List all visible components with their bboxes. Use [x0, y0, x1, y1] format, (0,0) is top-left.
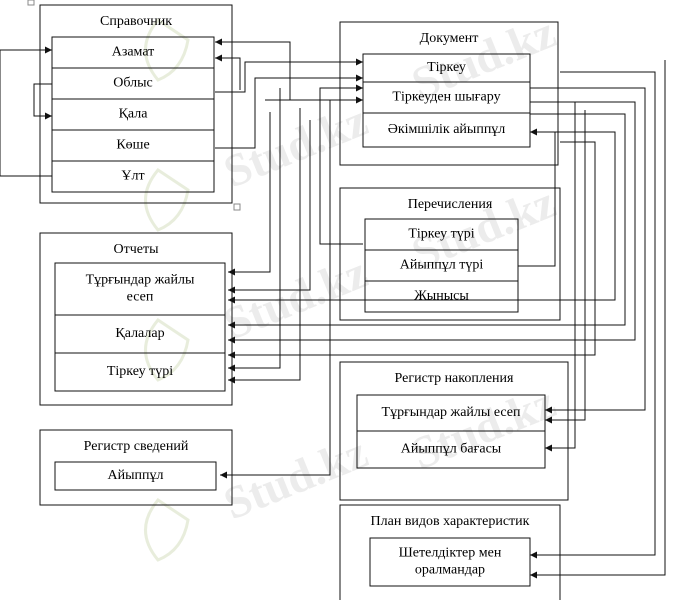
- connector-arrow: [545, 110, 586, 424]
- item-label: Әкімшілік айыппұл: [388, 122, 506, 137]
- group-title: Справочник: [100, 14, 172, 29]
- connector-arrow: [215, 58, 363, 93]
- connector-arrow: [215, 54, 241, 90]
- item-label: Азамат: [112, 45, 155, 60]
- item-label: Ұлт: [121, 169, 144, 184]
- item-label: Жынысы: [414, 289, 469, 304]
- connector-arrow: [0, 46, 52, 177]
- connector-arrow: [215, 74, 363, 149]
- item-label: есеп: [127, 290, 154, 305]
- item-cell: [362, 112, 531, 148]
- item-cell: [369, 537, 531, 587]
- group-title: Перечисления: [408, 197, 493, 212]
- item-cell: [54, 352, 226, 392]
- connector-arrow: [215, 38, 291, 100]
- group-frame: [39, 232, 233, 406]
- item-label: Тіркеу түрі: [107, 364, 173, 379]
- item-label: Тіркеу түрі: [408, 227, 474, 242]
- connector-arrow: [545, 101, 576, 452]
- item-label: Тіркеуден шығару: [392, 90, 500, 105]
- group-frame: [39, 429, 233, 506]
- connector-arrow: [228, 108, 301, 384]
- connector-arrow: [228, 141, 596, 359]
- group-frame: [339, 187, 561, 321]
- item-label: Қалалар: [115, 326, 164, 341]
- connector-arrow: [319, 84, 363, 245]
- connector-arrow: [228, 120, 311, 294]
- item-label: Тіркеу: [427, 60, 466, 75]
- item-label: Айыппұл бағасы: [401, 442, 502, 457]
- group-frame: [339, 21, 559, 166]
- item-label: Тұрғындар жайлы есеп: [382, 405, 521, 420]
- item-cell: [54, 461, 217, 491]
- corner-handle: [233, 203, 241, 211]
- group-frame: [339, 361, 569, 501]
- item-label: оралмандар: [415, 563, 485, 578]
- connector-arrow: [220, 100, 331, 479]
- group-title: План видов характеристик: [371, 514, 530, 529]
- item-cell: [356, 430, 546, 469]
- connector-arrow: [530, 71, 656, 559]
- connector-arrow: [228, 112, 271, 276]
- group-frame: [339, 504, 561, 600]
- connector-arrow: [518, 128, 556, 267]
- group-title: Регистр сведений: [84, 439, 189, 454]
- group-title: Отчеты: [113, 242, 159, 257]
- item-label: Тұрғындар жайлы: [86, 273, 195, 288]
- connector-arrow: [228, 101, 636, 344]
- item-label: Көше: [116, 138, 149, 153]
- corner-handle: [27, 0, 35, 6]
- connector-arrow: [228, 88, 281, 372]
- group-frame: [39, 4, 233, 204]
- connector-arrow: [33, 83, 52, 120]
- group-title: Документ: [420, 31, 479, 46]
- item-label: Айыппұл: [108, 468, 164, 483]
- item-label: Шетелдіктер мен: [399, 546, 502, 561]
- connector-arrow: [530, 60, 666, 579]
- connector-arrow: [228, 113, 626, 329]
- item-cell: [51, 160, 215, 193]
- connector-arrow: [228, 131, 616, 304]
- connectors: [0, 38, 666, 579]
- item-label: Қала: [119, 107, 149, 122]
- item-label: Облыс: [113, 76, 153, 91]
- group-title: Регистр накопления: [395, 371, 515, 386]
- item-cell: [364, 280, 519, 313]
- connector-arrow: [530, 87, 646, 414]
- item-label: Айыппұл түрі: [400, 258, 484, 273]
